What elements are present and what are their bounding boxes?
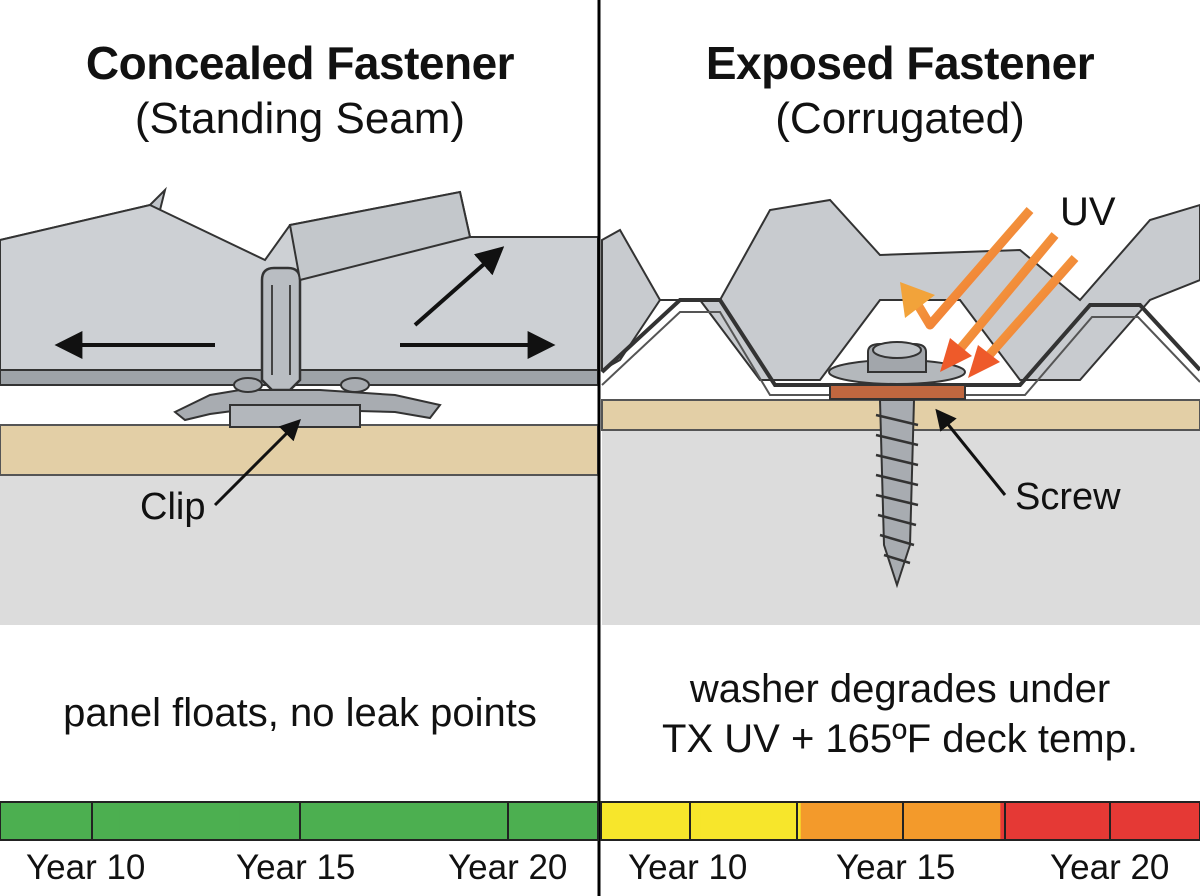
- left-caption: panel floats, no leak points: [63, 691, 537, 735]
- clip-callout-line: [213, 419, 301, 507]
- standing-seam-rib: [260, 266, 302, 392]
- right-timeline-segment-1: [700, 802, 802, 840]
- right-scene: [600, 198, 1200, 625]
- left-scene: [0, 186, 599, 625]
- uv-arrowhead-3: [968, 345, 1000, 378]
- uv-arrow-2: [951, 232, 1059, 358]
- left-timeline-segment-3: [358, 802, 479, 840]
- uv-label: UV: [1060, 190, 1116, 234]
- screw-callout-line: [935, 408, 1007, 496]
- clip-screw-left-icon: [233, 377, 263, 393]
- right-title: Exposed Fastener: [705, 37, 1095, 89]
- left-tick-year15: Year 15: [236, 848, 356, 887]
- left-deck: [0, 424, 599, 476]
- seam-fold: [271, 285, 291, 375]
- right-timeline-segment-3: [900, 802, 1001, 840]
- clip-screw-right-icon: [340, 377, 370, 393]
- right-caption-line2: TX UV + 165ºF deck temp.: [662, 717, 1138, 761]
- left-timeline-segment-1: [119, 802, 240, 840]
- right-timeline-outline: [600, 801, 1200, 841]
- right-subtitle: (Corrugated): [775, 94, 1025, 143]
- left-subtitle: (Standing Seam): [134, 94, 466, 143]
- right-tick-year20: Year 20: [1050, 848, 1170, 887]
- left-title: Concealed Fastener: [85, 37, 515, 89]
- left-tick-year20: Year 20: [448, 848, 568, 887]
- screw-head-top: [872, 341, 922, 359]
- seam-back-rib: [288, 190, 472, 282]
- clip-label: Clip: [140, 486, 206, 528]
- uv-arrow-1: [911, 207, 1034, 330]
- right-timeline-bar: [600, 801, 1200, 841]
- right-timeline-segment-0: [601, 802, 702, 840]
- right-timeline-segment-5: [1100, 802, 1200, 840]
- screw-label: Screw: [1015, 476, 1121, 518]
- right-tick-year10: Year 10: [628, 848, 748, 887]
- left-tick-year10: Year 10: [26, 848, 146, 887]
- left-timeline-segment-4: [478, 802, 599, 840]
- uv-arrow-3: [981, 255, 1079, 363]
- float-arrow-diagonal: [413, 246, 505, 327]
- left-substrate: [0, 475, 598, 625]
- right-timeline-segment-4: [1000, 802, 1101, 840]
- uv-arrowhead-1: [900, 282, 935, 318]
- right-timeline-segment-2: [800, 802, 901, 840]
- left-timeline-segment-0: [0, 802, 121, 840]
- right-tick-year15: Year 15: [836, 848, 956, 887]
- washer: [829, 384, 966, 400]
- uv-arrowhead-2: [940, 338, 972, 372]
- left-timeline-bar: [0, 801, 599, 841]
- screw-threads: [875, 413, 919, 565]
- right-caption-line1: washer degrades under: [689, 667, 1111, 711]
